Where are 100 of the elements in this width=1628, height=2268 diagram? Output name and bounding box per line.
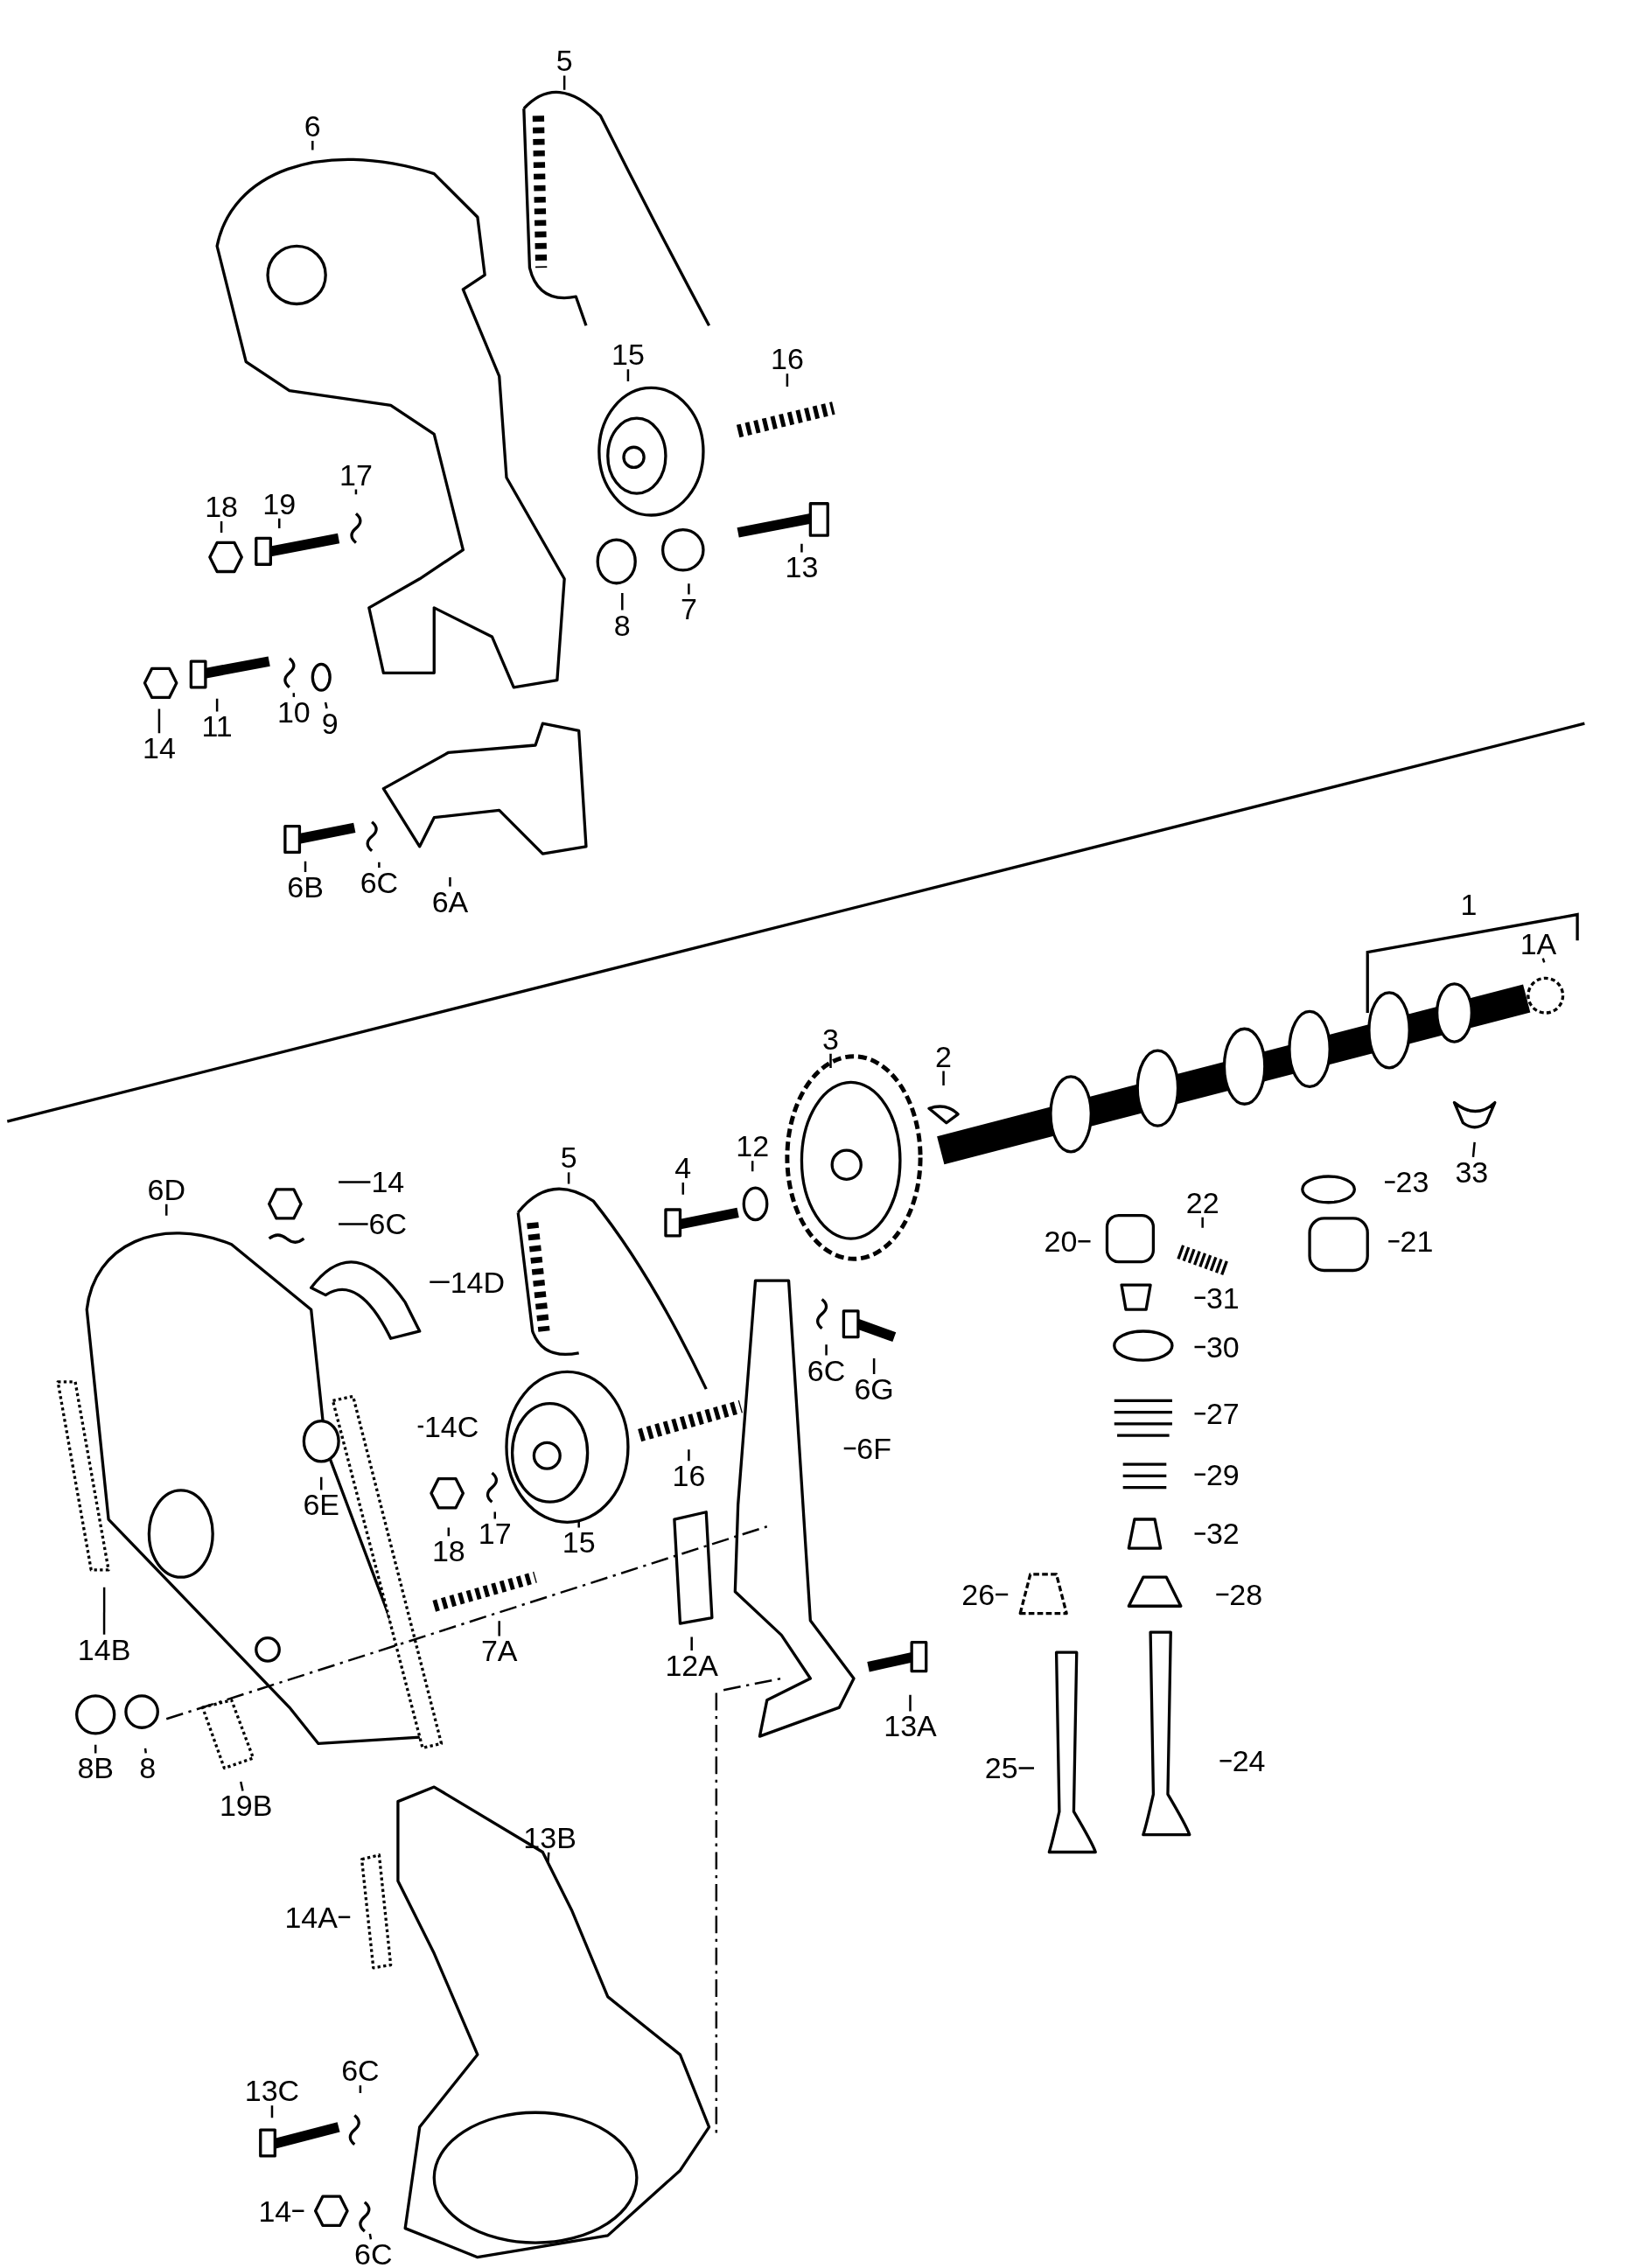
callout-number: 3 (821, 1023, 840, 1054)
leader-line (567, 1172, 570, 1184)
callout-number: 7 (679, 594, 698, 625)
leader-line (102, 1587, 106, 1635)
leader-line (143, 1748, 147, 1754)
callout-number: 14C (423, 1412, 480, 1442)
callout-number: 19B (218, 1790, 274, 1821)
leader-line (688, 1449, 690, 1462)
leader-line (1018, 1767, 1034, 1769)
callout-number: 13 (784, 552, 820, 583)
callout-number: 14 (142, 733, 177, 764)
callout-number: 11 (200, 711, 234, 742)
leader-line (157, 708, 161, 734)
leader-line (577, 1520, 580, 1528)
leader-line (430, 1281, 450, 1283)
callout-number: 6D (146, 1174, 186, 1204)
callout-number: 14B (76, 1634, 132, 1664)
callout-number: 28 (1228, 1579, 1264, 1609)
leader-line (621, 593, 624, 611)
leader-line (829, 1053, 832, 1069)
callout-number: 19 (262, 488, 297, 519)
callout-number: 6 (303, 110, 322, 141)
leader-line (498, 1621, 500, 1636)
leader-line (562, 75, 566, 90)
leader-line (339, 1181, 371, 1183)
callout-number: 6C (340, 2055, 381, 2086)
leader-line (311, 140, 314, 150)
callout-number: 6C (367, 1209, 409, 1239)
callout-number: 6C (353, 2239, 394, 2268)
leader-line (292, 693, 296, 697)
callout-number: 29 (1205, 1459, 1240, 1490)
leader-line (339, 1223, 368, 1225)
leader-line (1194, 1532, 1205, 1535)
callout-number: 25 (983, 1753, 1019, 1783)
callout-number: 10 (276, 696, 311, 727)
callout-number: 4 (674, 1152, 693, 1183)
callout-number: 6G (853, 1374, 895, 1405)
leader-line (1078, 1240, 1091, 1243)
callout-number: 8B (76, 1753, 115, 1783)
callout-number: 16 (770, 344, 805, 374)
leader-line (690, 1636, 693, 1650)
leader-line (1194, 1473, 1205, 1476)
leader-line (354, 489, 358, 495)
callout-number: 6C (359, 868, 400, 898)
leader-line (688, 583, 690, 595)
leader-line (449, 877, 451, 887)
leader-line (320, 1476, 323, 1490)
leader-line (368, 2233, 373, 2240)
callout-number: 6A (430, 886, 470, 917)
callout-number: 8 (612, 610, 632, 640)
leader-line (278, 518, 281, 528)
callout-number: 27 (1205, 1399, 1240, 1429)
callout-number: 12A (664, 1650, 719, 1680)
leader-line (800, 543, 803, 553)
leader-line (751, 1161, 754, 1172)
callout-number: 15 (561, 1527, 597, 1558)
callout-number: 16 (671, 1461, 707, 1491)
callout-number: 32 (1205, 1518, 1240, 1549)
callout-number: 6F (856, 1433, 892, 1463)
leader-line (324, 701, 328, 709)
leader-line (996, 1593, 1009, 1596)
leader-line (1216, 1593, 1229, 1596)
leader-line (417, 1425, 423, 1428)
callout-number: 7A (479, 1636, 519, 1666)
leader-line (1201, 1217, 1204, 1228)
callout-number: 6C (806, 1355, 847, 1385)
callout-number: 18 (204, 491, 239, 521)
leader-line (338, 1916, 351, 1919)
callout-number: 13B (522, 1822, 577, 1853)
leader-line (94, 1744, 97, 1754)
leader-line (1194, 1412, 1205, 1415)
callout-number: 6B (286, 872, 325, 903)
leader-line (547, 1852, 550, 1864)
callout-number: 17 (339, 459, 374, 490)
callout-number: 13A (883, 1711, 938, 1741)
leader-line (872, 1358, 876, 1375)
leader-line (220, 520, 223, 533)
leader-line (447, 1527, 451, 1537)
leader-line (1471, 1141, 1476, 1158)
leader-line (1219, 1759, 1232, 1762)
leader-line (681, 1182, 685, 1195)
leader-line (843, 1447, 856, 1450)
callout-number: 23 (1394, 1167, 1430, 1197)
leader-line (493, 1511, 496, 1519)
leader-line (359, 2085, 362, 2094)
leader-line (786, 373, 789, 387)
callout-number: 2 (934, 1041, 953, 1071)
leader-line (240, 1781, 244, 1791)
callout-number: 17 (477, 1518, 513, 1549)
callout-number: 13C (243, 2076, 301, 2106)
callout-number: 1 (1459, 889, 1478, 919)
callout-number: 33 (1454, 1156, 1490, 1187)
callout-number: 15 (611, 339, 646, 370)
callout-number: 9 (320, 708, 339, 739)
callout-number: 20 (1043, 1226, 1079, 1257)
leader-line (909, 1694, 912, 1712)
leader-line (378, 862, 381, 869)
leader-line (825, 1344, 828, 1356)
leader-line (304, 861, 307, 873)
leader-line (1388, 1240, 1400, 1243)
